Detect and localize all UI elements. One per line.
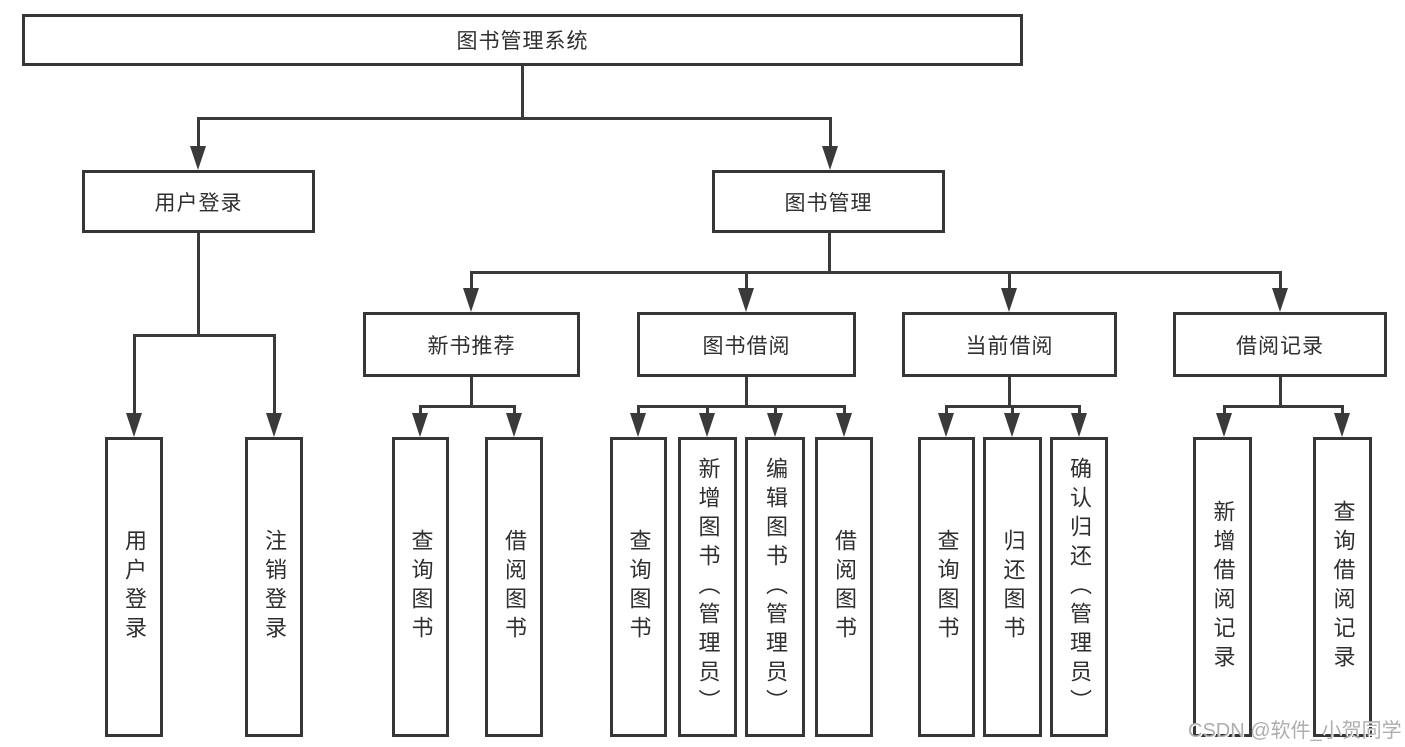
leaf-confirm-return-admin: 确认归还（管理员） xyxy=(1050,437,1108,737)
leaf-query-borrow-record: 查询借阅记录 xyxy=(1313,437,1372,737)
connector xyxy=(829,118,832,150)
arrowhead xyxy=(190,146,206,170)
csdn-watermark: CSDN @软件_小贺同学 xyxy=(1188,720,1402,742)
arrowhead xyxy=(630,413,646,437)
leaf-label: 查询图书 xyxy=(408,529,434,645)
leaf-return-books: 归还图书 xyxy=(983,437,1042,737)
arrowhead xyxy=(506,413,522,437)
leaf-query-books-2: 查询图书 xyxy=(610,437,667,737)
connector xyxy=(419,405,516,408)
leaf-add-book-admin: 新增图书（管理员） xyxy=(678,437,737,737)
connector xyxy=(470,377,473,406)
connector xyxy=(470,271,1282,274)
leaf-query-books-1: 查询图书 xyxy=(392,437,449,737)
connector xyxy=(133,335,136,415)
connector xyxy=(828,232,831,272)
connector xyxy=(513,406,516,416)
arrowhead xyxy=(412,413,428,437)
connector xyxy=(1341,406,1344,416)
connector xyxy=(273,335,276,415)
connector xyxy=(521,66,524,118)
arrowhead xyxy=(836,413,852,437)
arrowhead xyxy=(1071,413,1087,437)
arrowhead xyxy=(699,413,715,437)
arrowhead xyxy=(1216,413,1232,437)
connector xyxy=(1008,272,1011,290)
node-new-book-recommend: 新书推荐 xyxy=(363,312,580,377)
node-book-management: 图书管理 xyxy=(712,170,945,233)
leaf-add-borrow-record: 新增借阅记录 xyxy=(1193,437,1252,737)
leaf-logout: 注销登录 xyxy=(245,437,303,737)
node-current-borrowing: 当前借阅 xyxy=(902,312,1117,377)
leaf-label: 编辑图书（管理员） xyxy=(763,456,788,718)
connector xyxy=(197,233,200,335)
arrowhead xyxy=(1272,288,1288,312)
leaf-label: 查询图书 xyxy=(626,529,652,645)
leaf-label: 查询图书 xyxy=(934,529,960,645)
leaf-borrow-books-1: 借阅图书 xyxy=(485,437,543,737)
connector xyxy=(1011,406,1014,416)
node-label: 当前借阅 xyxy=(965,334,1054,358)
node-root-label: 图书管理系统 xyxy=(456,30,589,53)
node-book-borrowing: 图书借阅 xyxy=(637,312,856,377)
arrowhead xyxy=(767,413,783,437)
node-label: 新书推荐 xyxy=(427,334,516,358)
connector xyxy=(1279,377,1282,406)
connector xyxy=(1008,377,1011,406)
arrowhead xyxy=(463,288,479,312)
arrowhead xyxy=(738,288,754,312)
leaf-label: 确认归还（管理员） xyxy=(1067,456,1092,718)
node-borrowing-records: 借阅记录 xyxy=(1173,312,1387,377)
node-label: 图书借阅 xyxy=(702,334,791,358)
leaf-edit-book-admin: 编辑图书（管理员） xyxy=(745,437,805,737)
connector xyxy=(745,272,748,290)
connector xyxy=(419,406,422,416)
node-label: 借阅记录 xyxy=(1236,334,1324,358)
arrowhead xyxy=(938,413,954,437)
leaf-label: 借阅图书 xyxy=(502,529,527,645)
connector xyxy=(1223,406,1226,416)
node-root: 图书管理系统 xyxy=(22,14,1023,66)
connector xyxy=(945,406,948,416)
connector xyxy=(637,405,846,408)
arrowhead xyxy=(1004,413,1020,437)
connector xyxy=(843,406,846,416)
leaf-label: 归还图书 xyxy=(1000,529,1026,645)
connector xyxy=(133,334,276,337)
arrowhead xyxy=(266,413,282,437)
connector xyxy=(745,377,748,406)
connector xyxy=(470,272,473,290)
leaf-user-login: 用户登录 xyxy=(105,437,163,737)
connector xyxy=(197,118,200,150)
arrowhead xyxy=(1001,288,1017,312)
leaf-label: 查询借阅记录 xyxy=(1330,500,1356,674)
leaf-label: 借阅图书 xyxy=(832,529,857,645)
leaf-borrow-books-2: 借阅图书 xyxy=(815,437,873,737)
leaf-query-books-3: 查询图书 xyxy=(918,437,975,737)
node-user-login-branch: 用户登录 xyxy=(82,170,315,233)
leaf-label: 新增借阅记录 xyxy=(1210,500,1236,674)
connector xyxy=(197,117,832,120)
connector xyxy=(774,406,777,416)
leaf-label: 注销登录 xyxy=(262,529,287,645)
arrowhead xyxy=(822,146,838,170)
connector xyxy=(1223,405,1344,408)
connector xyxy=(1078,406,1081,416)
leaf-label: 新增图书（管理员） xyxy=(695,456,721,718)
connector xyxy=(1279,272,1282,290)
leaf-label: 用户登录 xyxy=(122,529,147,645)
connector xyxy=(637,406,640,416)
arrowhead xyxy=(126,413,142,437)
node-label: 用户登录 xyxy=(154,191,243,215)
connector xyxy=(706,406,709,416)
arrowhead xyxy=(1334,413,1350,437)
node-label: 图书管理 xyxy=(784,191,873,215)
